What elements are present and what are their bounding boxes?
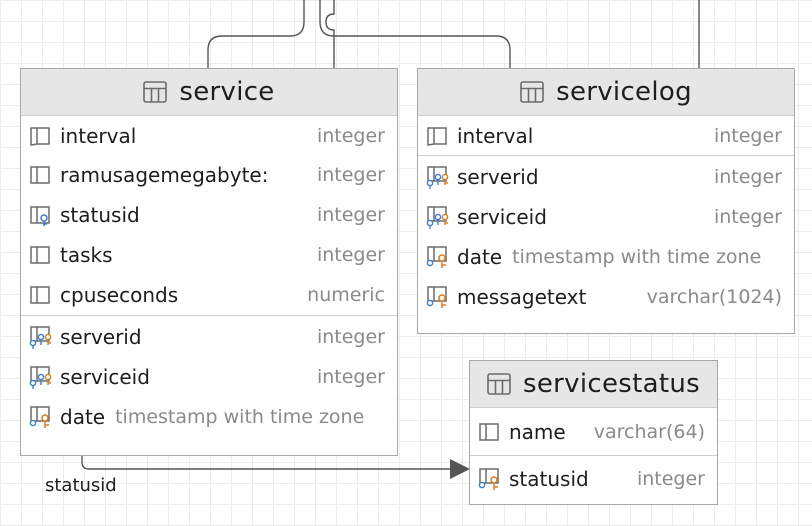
column-type: integer xyxy=(711,165,782,188)
column-name: messagetext xyxy=(457,285,587,309)
column-row-serverid[interactable]: serverid integer xyxy=(21,315,397,357)
column-type: integer xyxy=(634,467,705,490)
column-name: cpuseconds xyxy=(60,283,179,307)
column-row-serverid[interactable]: serverid integer xyxy=(418,155,794,197)
column-icon xyxy=(30,286,50,304)
primary-key-column-icon xyxy=(426,286,447,308)
column-type: timestamp with time zone xyxy=(510,246,762,268)
table-header[interactable]: service xyxy=(21,69,397,116)
column-type: integer xyxy=(711,206,782,228)
column-type: integer xyxy=(711,124,782,147)
table-servicestatus[interactable]: servicestatus name varchar(64) statusid … xyxy=(469,360,718,505)
relationship-line-statusid xyxy=(81,455,452,470)
column-name: tasks xyxy=(60,243,113,267)
column-icon xyxy=(30,166,50,184)
table-icon xyxy=(520,81,544,103)
table-icon xyxy=(143,81,168,103)
column-row-statusid[interactable]: statusid integer xyxy=(470,455,717,501)
table-name: service xyxy=(179,77,275,107)
column-row-date[interactable]: date timestamp with time zone xyxy=(418,237,794,277)
column-row-serviceid[interactable]: serviceid integer xyxy=(21,357,397,397)
column-row-serviceid[interactable]: serviceid integer xyxy=(418,197,794,237)
column-name: statusid xyxy=(60,203,140,227)
column-row-tasks[interactable]: tasks integer xyxy=(21,235,397,275)
column-icon xyxy=(30,126,50,146)
table-header[interactable]: servicestatus xyxy=(470,361,717,408)
column-name: serviceid xyxy=(60,365,150,389)
column-name: date xyxy=(60,405,106,429)
primary-foreign-key-column-icon xyxy=(29,325,52,349)
primary-foreign-key-column-icon xyxy=(426,206,449,229)
table-servicelog[interactable]: servicelog interval integer serverid int… xyxy=(417,68,795,334)
column-name: serviceid xyxy=(457,205,547,229)
column-row-interval[interactable]: interval integer xyxy=(21,116,397,155)
column-type: integer xyxy=(314,124,385,147)
column-type: numeric xyxy=(305,284,385,306)
column-name: interval xyxy=(60,123,137,148)
column-name: date xyxy=(457,245,503,269)
foreign-key-column-icon xyxy=(30,206,50,226)
relationship-label: statusid xyxy=(45,475,117,496)
table-service[interactable]: service interval integer ramusagemegabyt… xyxy=(20,68,398,456)
table-name: servicestatus xyxy=(523,369,700,399)
column-type: timestamp with time zone xyxy=(113,406,365,428)
relationship-line-top-left xyxy=(207,0,305,68)
relationship-line-top-right xyxy=(319,0,511,68)
column-icon xyxy=(479,422,499,441)
column-type: integer xyxy=(314,244,385,266)
column-row-messagetext[interactable]: messagetext varchar(1024) xyxy=(418,277,794,317)
column-row-statusid[interactable]: statusid integer xyxy=(21,195,397,235)
column-row-cpuseconds[interactable]: cpuseconds numeric xyxy=(21,275,397,315)
column-type: integer xyxy=(314,366,385,388)
column-type: integer xyxy=(314,204,385,226)
column-type: integer xyxy=(314,164,385,186)
column-row-interval[interactable]: interval integer xyxy=(418,116,794,155)
column-name: name xyxy=(509,419,566,444)
column-name: serverid xyxy=(457,164,539,189)
relationship-arrowhead xyxy=(450,459,470,479)
primary-key-column-icon xyxy=(426,246,447,268)
column-icon xyxy=(427,126,447,146)
relationship-line-top-mid xyxy=(325,0,335,68)
column-type: varchar(64) xyxy=(591,420,705,443)
column-icon xyxy=(30,246,50,264)
column-type: varchar(1024) xyxy=(644,286,782,308)
column-name: ramusagemegabyte: xyxy=(60,163,269,187)
table-icon xyxy=(487,373,511,395)
primary-key-column-icon xyxy=(29,406,50,428)
column-row-date[interactable]: date timestamp with time zone xyxy=(21,397,397,437)
primary-foreign-key-column-icon xyxy=(426,165,449,189)
primary-key-column-icon xyxy=(478,467,499,490)
column-row-name[interactable]: name varchar(64) xyxy=(470,408,717,455)
column-name: interval xyxy=(457,123,534,148)
column-name: statusid xyxy=(509,466,589,491)
column-type: integer xyxy=(314,325,385,348)
column-name: serverid xyxy=(60,324,142,349)
table-header[interactable]: servicelog xyxy=(418,69,794,116)
column-row-ramusagemegabytes[interactable]: ramusagemegabyte: integer xyxy=(21,155,397,195)
primary-foreign-key-column-icon xyxy=(29,366,52,389)
table-name: servicelog xyxy=(556,77,692,107)
